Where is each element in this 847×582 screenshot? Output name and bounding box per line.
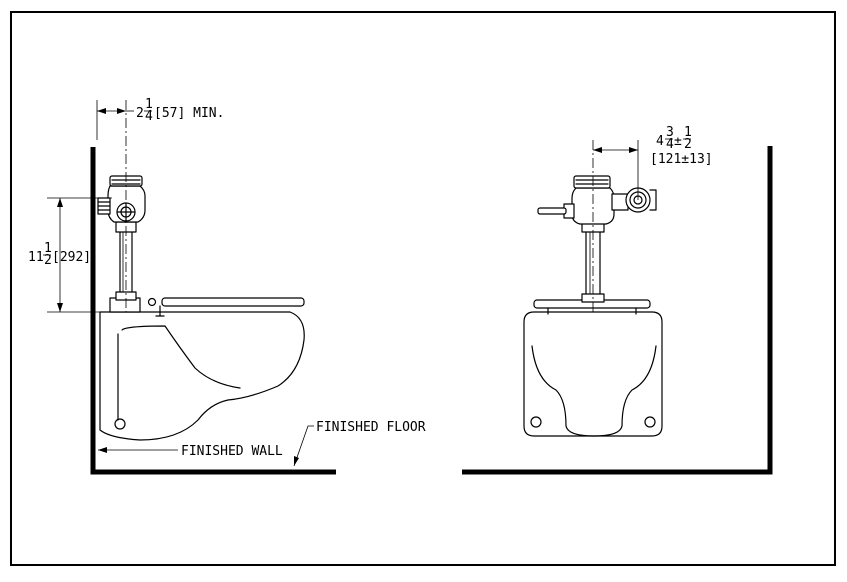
svg-text:1: 1 — [44, 241, 52, 256]
svg-text:4: 4 — [656, 134, 664, 149]
svg-text:2: 2 — [136, 106, 144, 121]
front-bowl-contour — [531, 345, 657, 437]
svg-text:4: 4 — [145, 109, 153, 124]
front-view — [462, 140, 773, 475]
front-bolt-right — [644, 416, 656, 428]
svg-text:2: 2 — [684, 137, 692, 152]
offset-dimension-label: 2 1 4 [57] MIN. — [136, 97, 224, 124]
front-bowl — [523, 311, 663, 437]
wall-floor-right — [462, 146, 773, 475]
svg-text:[57] MIN.: [57] MIN. — [154, 106, 224, 121]
front-bolt-left — [530, 416, 542, 428]
svg-text:[121±13]: [121±13] — [650, 152, 713, 167]
svg-text:[292]: [292] — [52, 250, 91, 265]
side-dimension-label: 4 3 4 ± 1 2 [121±13] — [650, 125, 713, 167]
finished-wall-label: FINISHED WALL — [181, 444, 283, 459]
side-bowl-inner — [121, 325, 241, 389]
side-bowl — [99, 311, 305, 441]
front-valve-cap — [573, 175, 611, 189]
flush-handle — [537, 207, 567, 215]
floor-leader — [293, 425, 314, 467]
wall-floor-left — [90, 147, 336, 475]
drawing-border — [10, 11, 836, 566]
side-view — [47, 100, 336, 475]
finished-floor-label: FINISHED FLOOR — [316, 420, 426, 435]
height-dimension-label: 11 1 2 [292] — [28, 241, 91, 268]
bolt-hole — [114, 418, 126, 430]
svg-text:1: 1 — [145, 97, 153, 112]
svg-text:11: 11 — [28, 250, 44, 265]
svg-text:4: 4 — [666, 137, 674, 152]
svg-text:2: 2 — [44, 253, 52, 268]
svg-text:1: 1 — [684, 125, 692, 140]
svg-text:3: 3 — [666, 125, 674, 140]
seat-hinge — [147, 297, 157, 307]
svg-text:±: ± — [674, 134, 682, 149]
side-seat — [161, 297, 305, 307]
